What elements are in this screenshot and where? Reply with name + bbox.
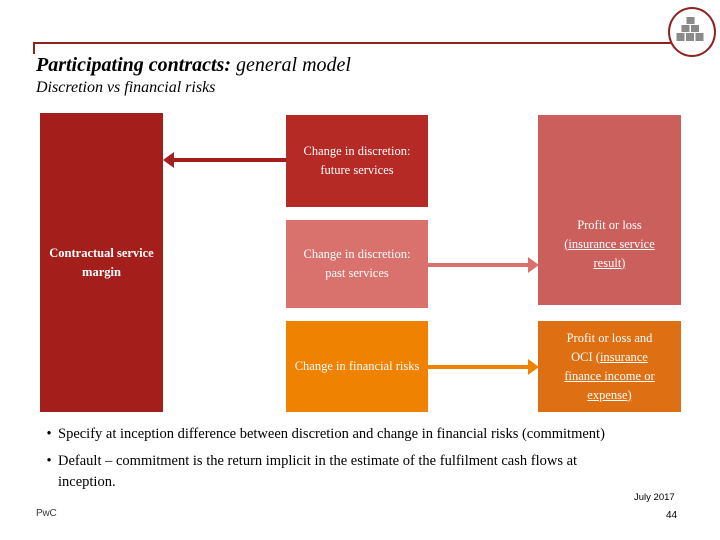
box-change-in-financial-risks: Change in financial risks: [286, 321, 428, 412]
page-subtitle: Discretion vs financial risks: [36, 79, 216, 96]
bullet-marker-icon: •: [46, 426, 52, 442]
arrow-past-services-to-profit-or-loss-head-icon: [528, 257, 539, 273]
box-profit-or-loss-and-oci-line3: finance income or: [564, 368, 655, 383]
page-title-rest: general model: [231, 54, 351, 76]
footer-page-number: 44: [666, 510, 678, 521]
slide-title-block: Participating contracts: general model D…: [36, 53, 636, 98]
box-profit-or-loss-line3: result): [593, 255, 626, 270]
box-change-in-discretion-past-services-label: Change in discretion: past services: [303, 247, 411, 280]
box-profit-or-loss-and-oci-label: Profit or loss and OCI (insurance financ…: [558, 329, 660, 405]
oci-prefix: OCI: [571, 349, 596, 364]
box-contractual-service-margin-label: Contractual service margin: [49, 245, 154, 279]
box-profit-or-loss-and-oci-line4: expense): [587, 387, 632, 402]
bullet-text: Specify at inception difference between …: [58, 426, 605, 442]
box-profit-or-loss-label: Profit or loss (insurance service result…: [558, 148, 661, 273]
arrow-past-services-to-profit-or-loss-line: [428, 263, 530, 267]
box-change-in-discretion-future-services-label: Change in discretion: future services: [303, 144, 411, 177]
header-corner-tick: [33, 42, 35, 54]
bullet-marker-icon: •: [46, 453, 52, 469]
box-change-in-discretion-future-services: Change in discretion: future services: [286, 115, 428, 207]
oci-underlined: (insurance: [595, 349, 648, 364]
list-item: • Specify at inception difference betwee…: [40, 424, 620, 445]
bullet-text: Default – commitment is the return impli…: [58, 453, 578, 490]
box-profit-or-loss-line1: Profit or loss: [577, 217, 642, 232]
list-item: • Default – commitment is the return imp…: [40, 451, 620, 493]
footer-date: July 2017: [634, 492, 675, 503]
footer-brand: PwC: [36, 508, 57, 519]
box-contractual-service-margin: Contractual service margin: [40, 113, 163, 412]
arrow-financial-risks-to-oci-line: [428, 365, 530, 369]
box-profit-or-loss: Profit or loss (insurance service result…: [538, 115, 681, 305]
box-change-in-discretion-past-services: Change in discretion: past services: [286, 220, 428, 308]
header-divider: [33, 42, 688, 44]
arrow-financial-risks-to-oci-head-icon: [528, 359, 539, 375]
page-title: Participating contracts: general model: [36, 53, 636, 77]
box-change-in-financial-risks-label: Change in financial risks: [294, 359, 420, 373]
box-profit-or-loss-and-oci-line1: Profit or loss and: [566, 330, 653, 345]
box-profit-or-loss-and-oci: Profit or loss and OCI (insurance financ…: [538, 321, 681, 412]
page-title-bold: Participating contracts:: [36, 54, 231, 76]
arrow-to-csm-line: [172, 158, 287, 162]
bullet-list: • Specify at inception difference betwee…: [40, 424, 620, 499]
box-profit-or-loss-line2: (insurance service: [564, 236, 655, 251]
arrow-to-csm-head-icon: [163, 152, 174, 168]
box-profit-or-loss-and-oci-line2: OCI (insurance: [571, 350, 648, 364]
pwc-logo-icon: [668, 7, 716, 57]
